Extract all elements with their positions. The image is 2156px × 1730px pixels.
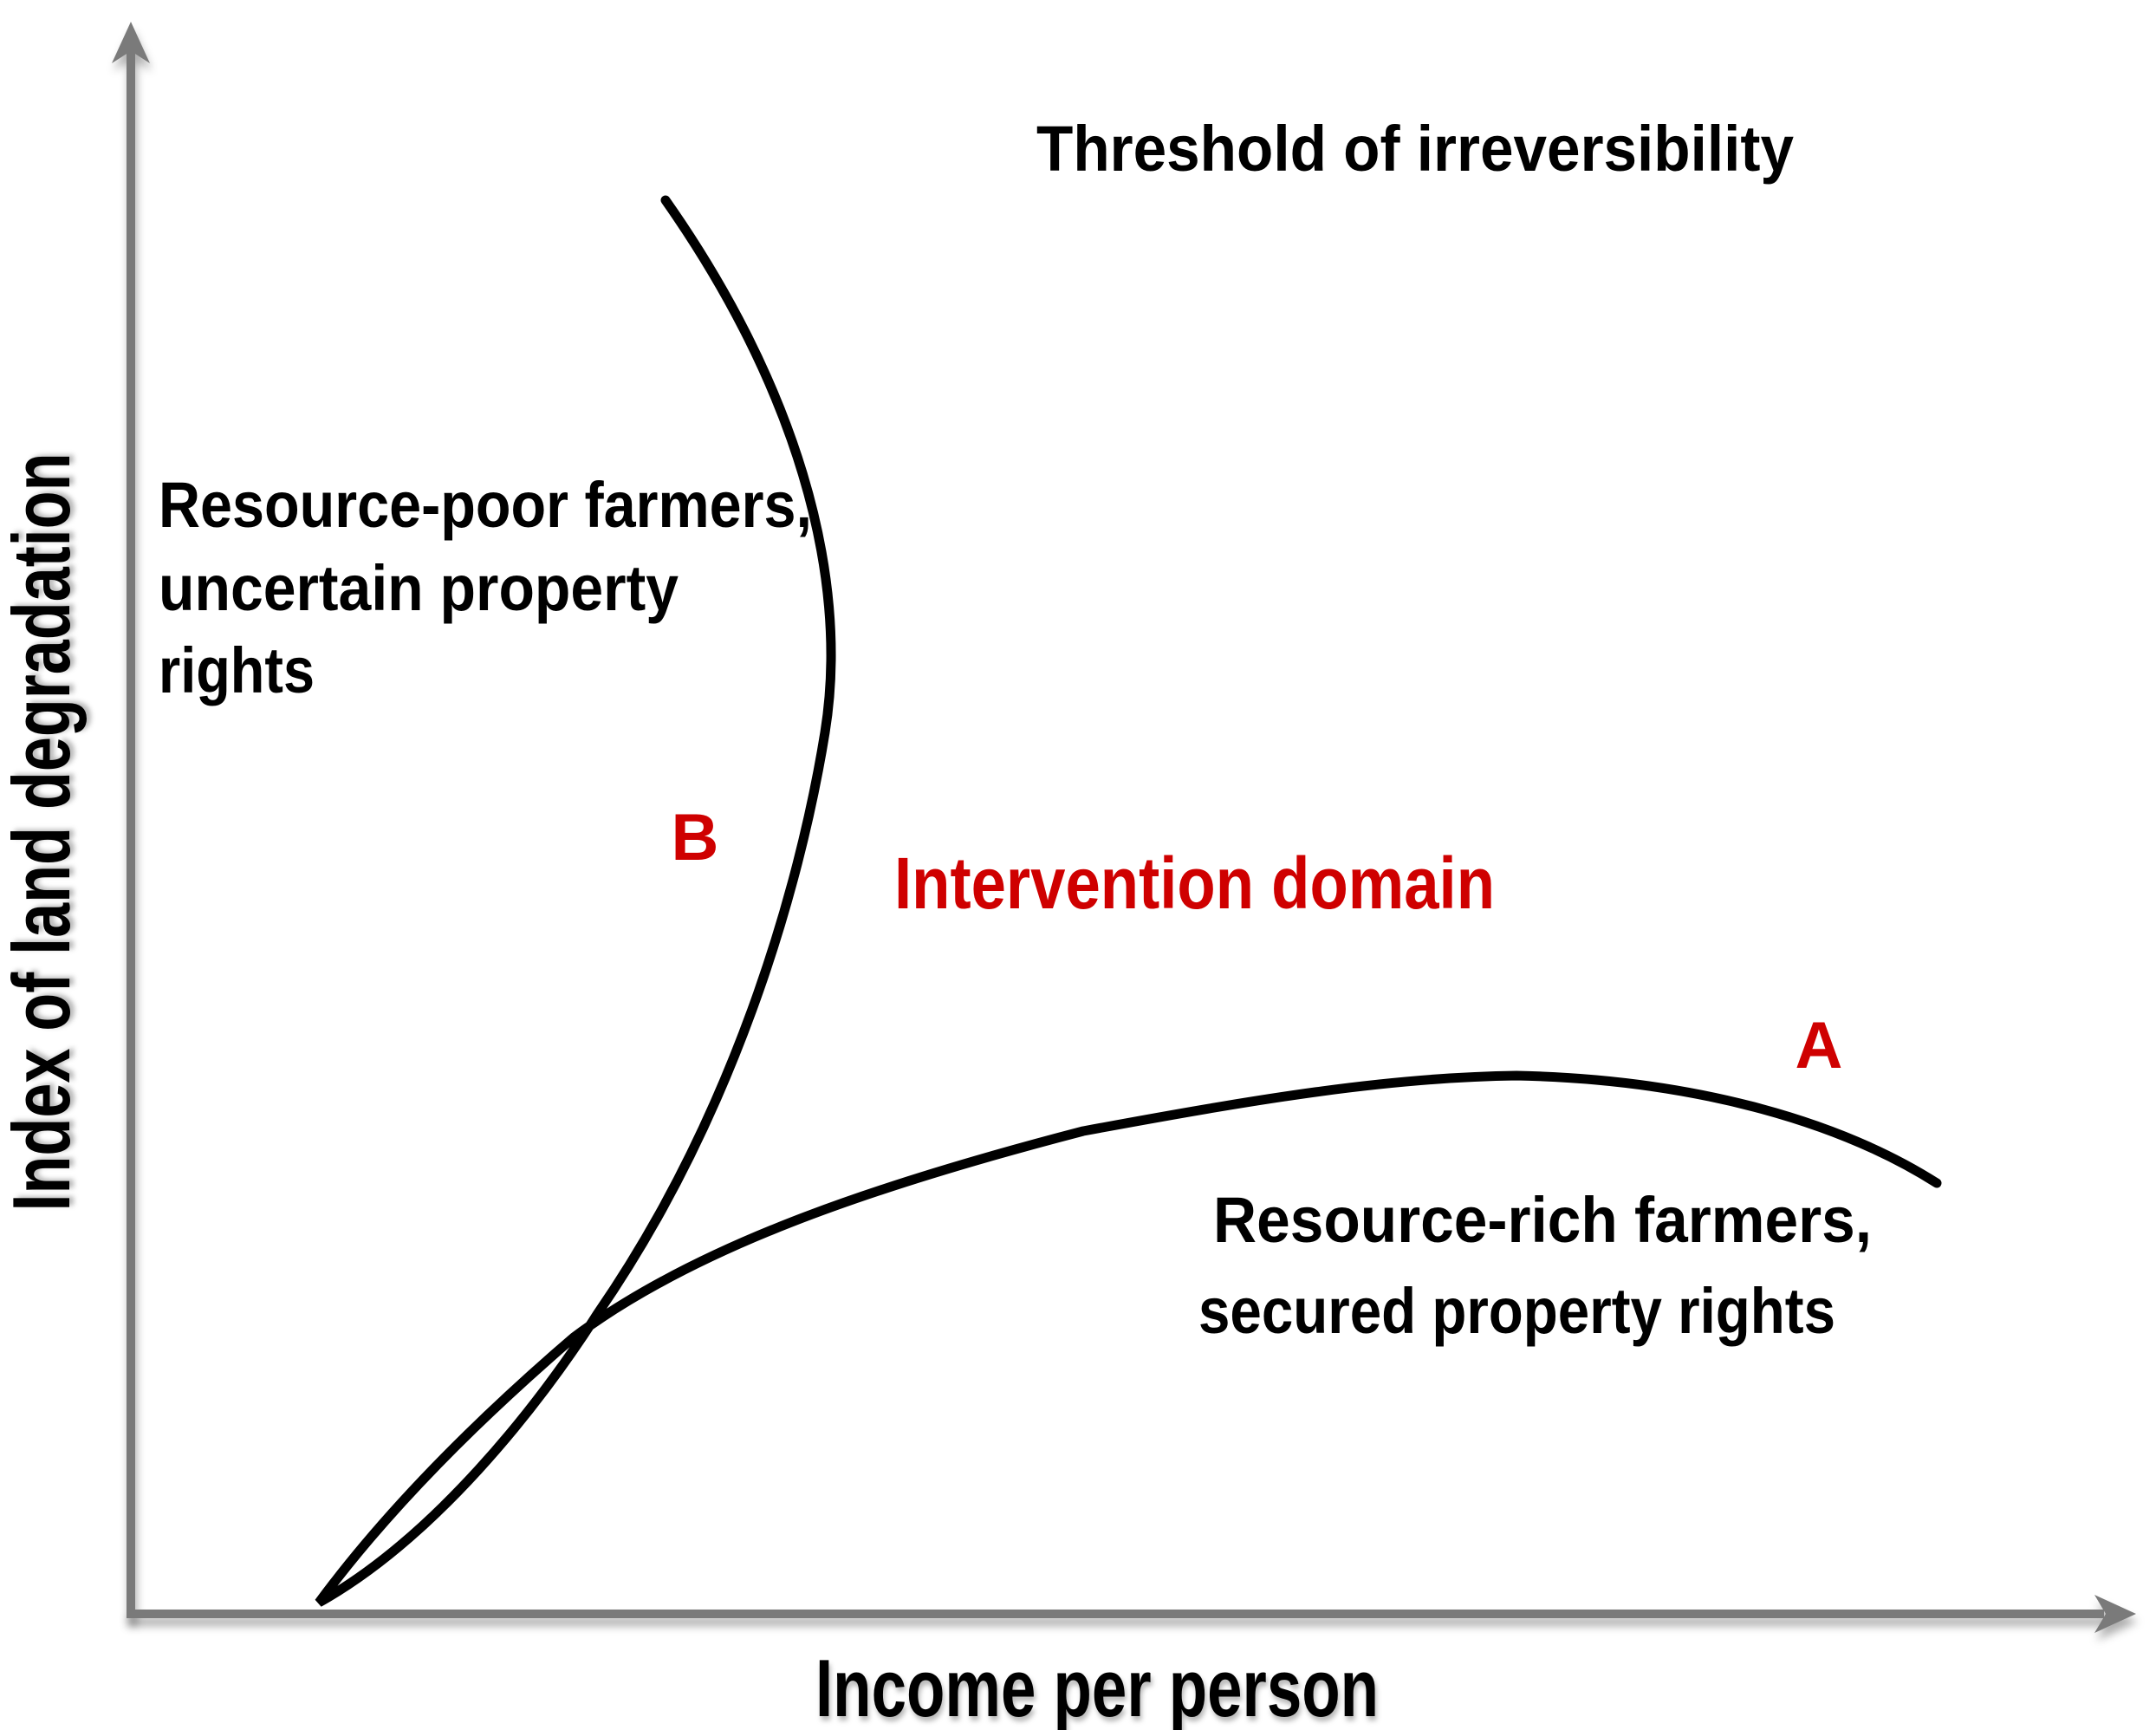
resource-poor-line-1: Resource-poor farmers, [159,469,812,541]
intervention-domain-label: Intervention domain [894,842,1495,924]
y-axis-arrow-icon [112,22,150,63]
y-axis [112,22,150,1618]
resource-rich-label: Resource-rich farmers, secured property … [1198,1184,1872,1347]
resource-poor-label: Resource-poor farmers, uncertain propert… [159,469,812,706]
y-axis-label: Index of land degradation [0,453,87,1212]
x-axis-arrow-icon [2094,1595,2136,1633]
x-axis-label: Income per person [815,1642,1379,1730]
resource-poor-line-3: rights [159,634,315,706]
resource-poor-line-2: uncertain property [159,552,679,624]
resource-rich-line-1: Resource-rich farmers, [1213,1184,1872,1256]
resource-rich-line-2: secured property rights [1198,1275,1835,1347]
curve-a-label: A [1796,1009,1843,1083]
trajectory-curves-a-b [315,195,1942,1607]
curve-b-label: B [672,801,719,875]
x-axis [127,1595,2136,1633]
threshold-label: Threshold of irreversibility [1036,113,1794,185]
